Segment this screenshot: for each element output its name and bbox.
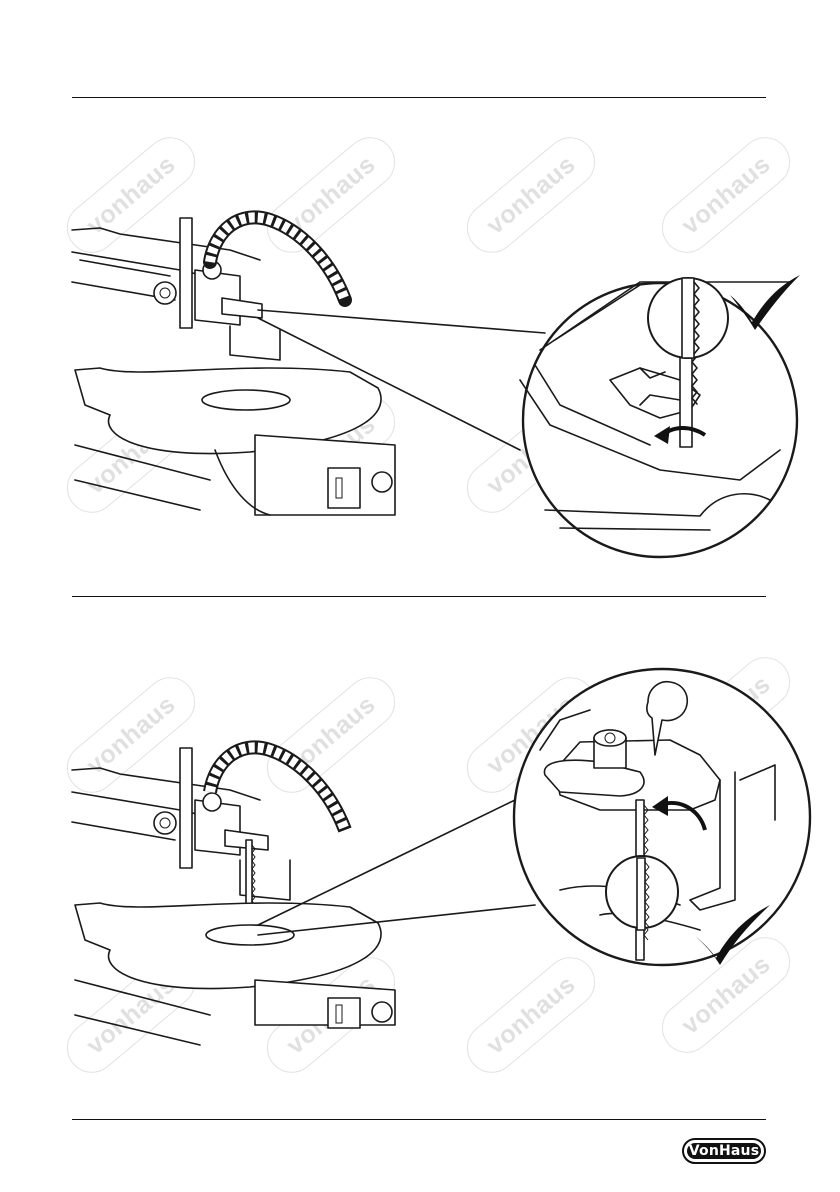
table-blade-opening <box>202 390 290 410</box>
upper-blade-clamp <box>222 298 262 318</box>
hold-down-rod <box>180 218 192 328</box>
work-table <box>75 903 381 989</box>
lock-knob <box>154 812 176 834</box>
speed-knob <box>372 1002 392 1022</box>
logo-text: VonHaus <box>689 1143 760 1159</box>
bottom-rule <box>72 1119 766 1120</box>
scroll-saw-illustration-1 <box>0 190 840 590</box>
vonhaus-logo: VonHaus <box>682 1138 766 1164</box>
middle-rule <box>72 596 766 597</box>
speed-knob <box>372 472 392 492</box>
figure-blade-insert <box>0 660 840 1090</box>
power-switch <box>328 998 360 1028</box>
power-switch <box>328 468 360 508</box>
top-rule <box>72 97 766 98</box>
hold-down-rod <box>180 748 192 868</box>
table-blade-opening <box>206 925 294 945</box>
scroll-saw-illustration-2 <box>0 660 840 1090</box>
figure-blade-removal <box>0 190 840 590</box>
lock-knob <box>154 282 176 304</box>
